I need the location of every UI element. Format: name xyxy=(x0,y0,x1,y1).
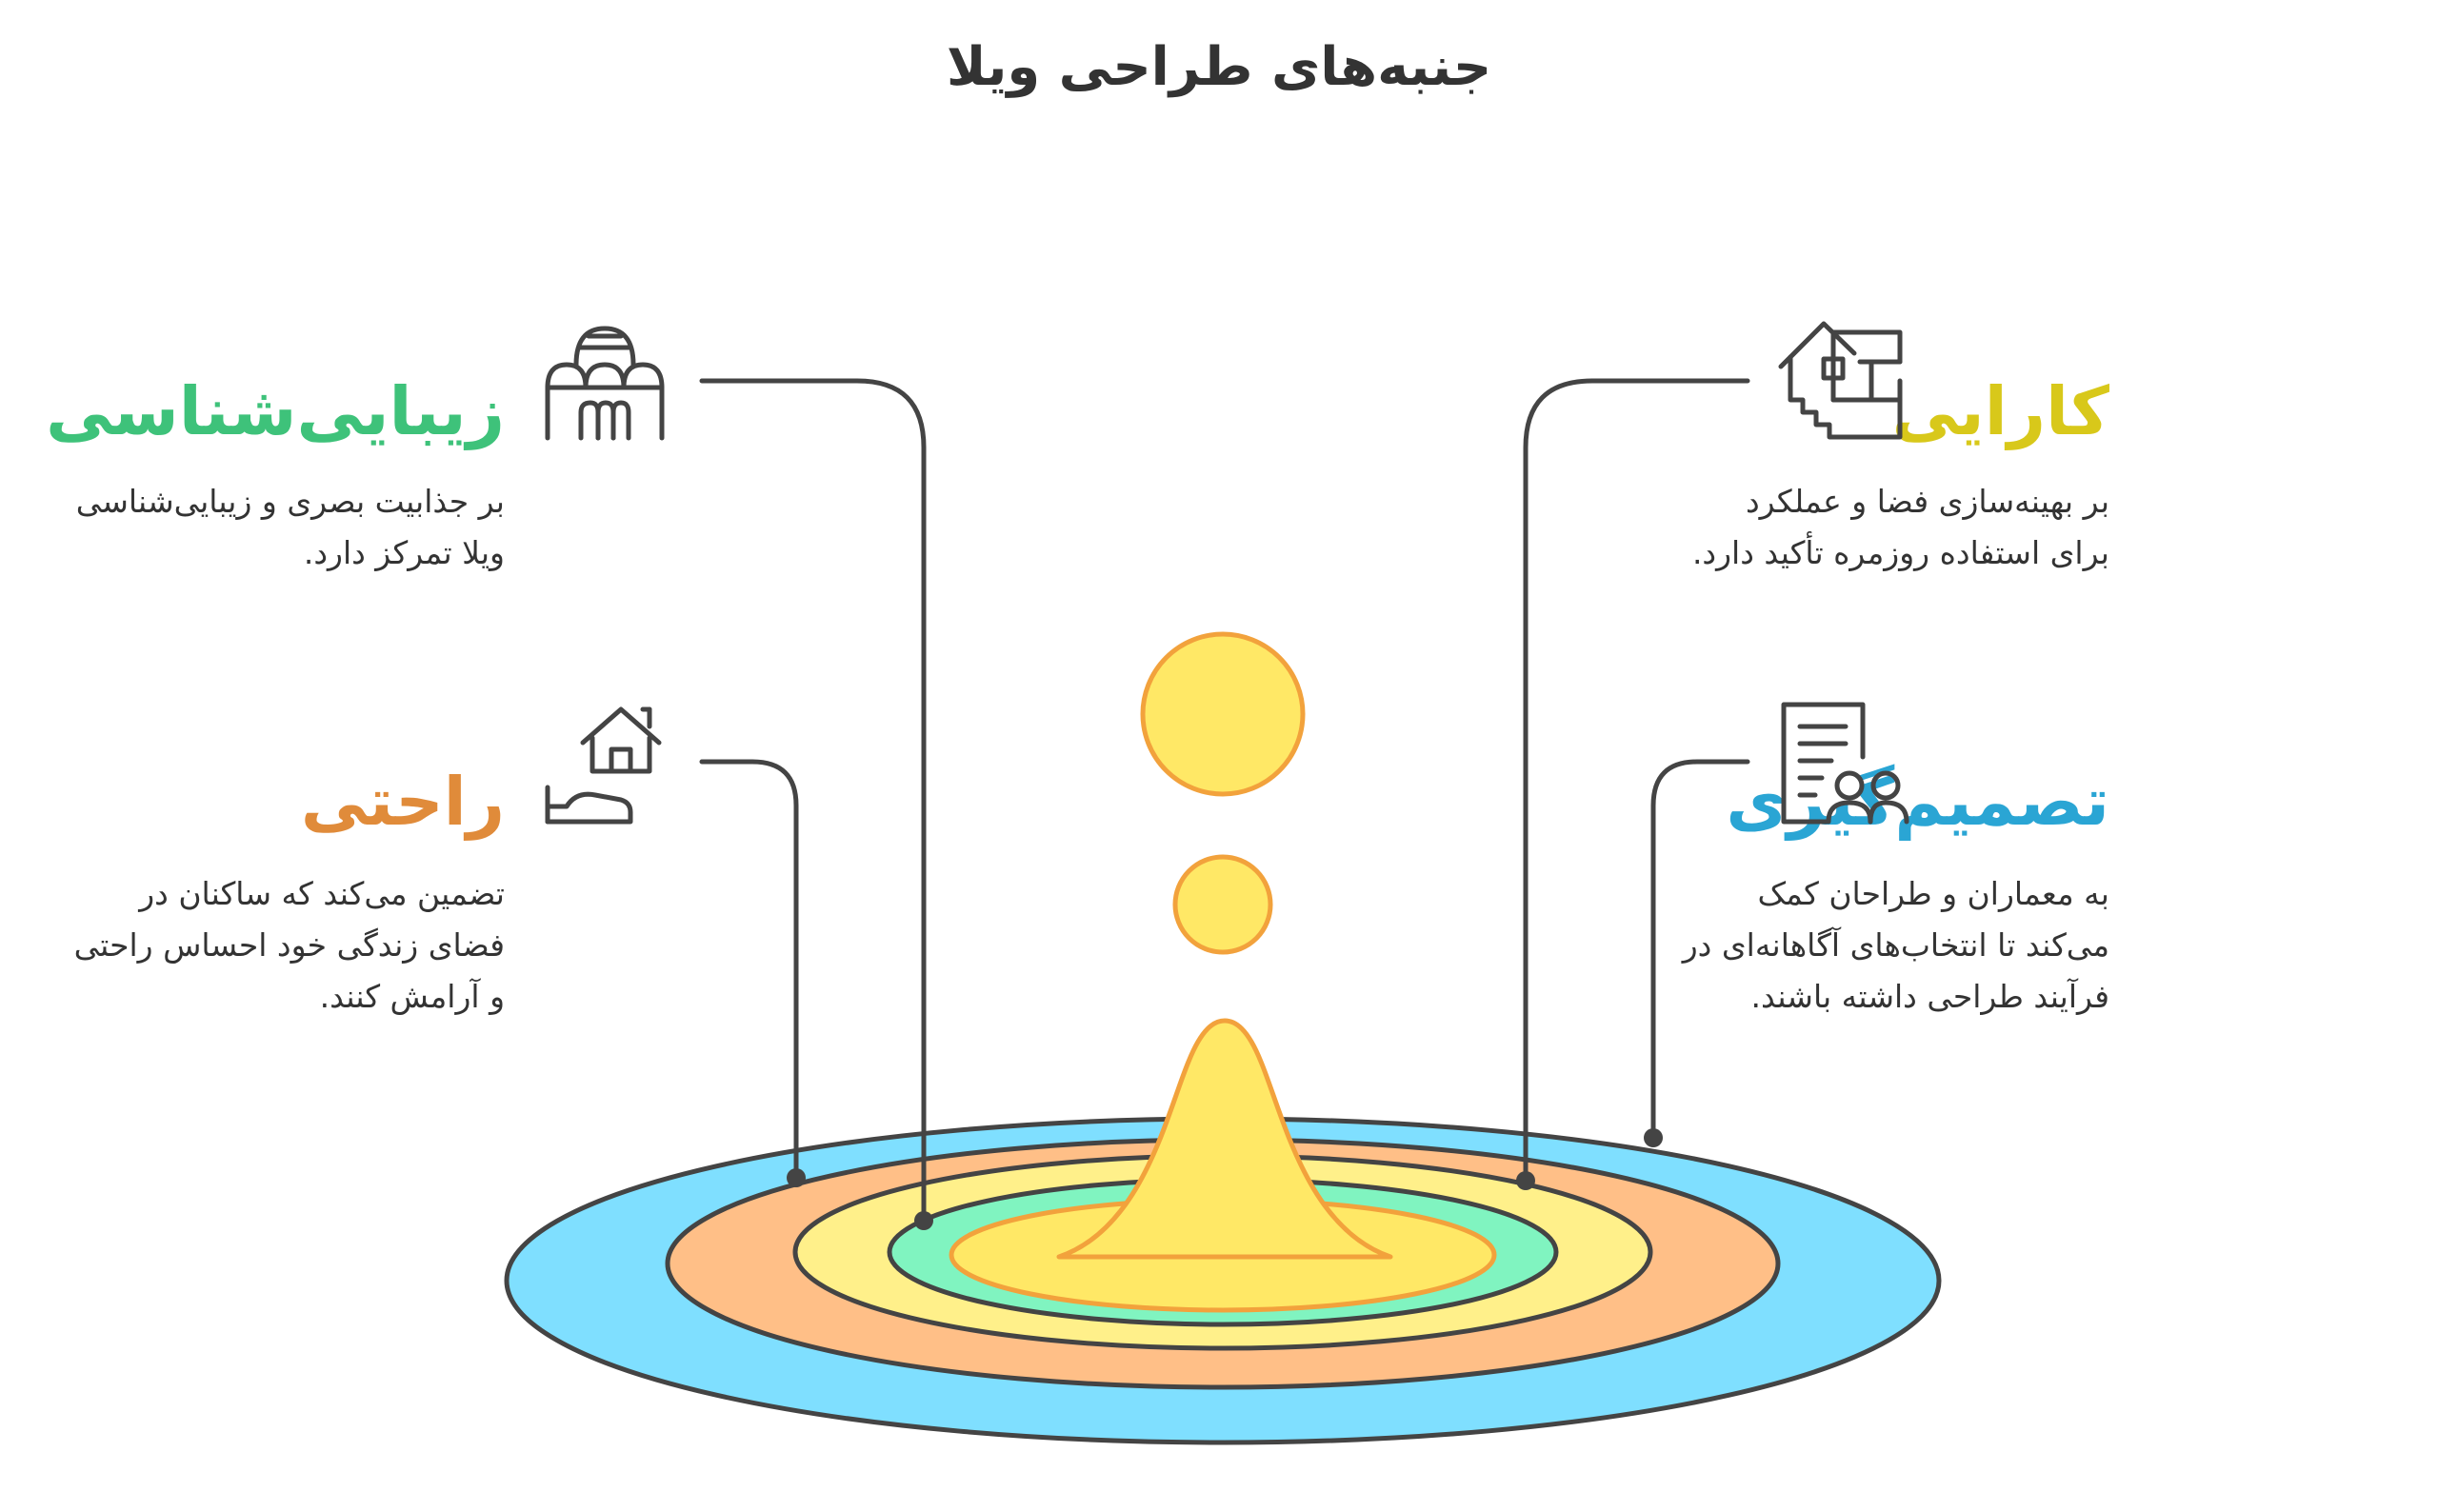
description-comfort: تضمین می‌کند که ساکنان در فضای زندگی خود… xyxy=(73,875,505,1015)
connector-dot-comfort xyxy=(787,1168,806,1187)
description-decision: به معماران و طراحان کمک می‌کند تا انتخاب… xyxy=(1682,875,2109,1015)
heading-comfort: راحتی xyxy=(300,763,505,841)
heading-aesthetics: زیبایی‌شناسی xyxy=(46,372,505,450)
connector-decision xyxy=(1650,759,1750,1141)
palace-dome-icon xyxy=(545,326,665,441)
description-aesthetics: بر جذابیت بصری و زیبایی‌شناسی ویلا تمرکز… xyxy=(75,483,505,571)
connector-dot-aesthetics xyxy=(914,1211,933,1230)
document-people-icon xyxy=(1781,702,1909,825)
description-functionality: بر بهینه‌سازی فضا و عملکرد برای استفاده … xyxy=(1691,483,2109,571)
page-title: جنبه‌های طراحی ویلا xyxy=(946,36,1492,98)
splash-peak xyxy=(1056,1018,1393,1260)
connector-dot-decision xyxy=(1644,1128,1663,1147)
connector-dot-functionality xyxy=(1516,1171,1535,1190)
heading-functionality: کارایی xyxy=(1891,372,2109,450)
heading-decision: تصمیم‌گیری xyxy=(1726,763,2109,841)
connector-functionality xyxy=(1523,378,1750,1184)
home-bed-icon xyxy=(545,706,662,825)
house-stairs-icon xyxy=(1778,321,1903,440)
connector-aesthetics xyxy=(699,378,927,1224)
droplet-small xyxy=(1172,854,1273,955)
connector-comfort xyxy=(699,759,799,1181)
droplet-large xyxy=(1140,631,1306,797)
